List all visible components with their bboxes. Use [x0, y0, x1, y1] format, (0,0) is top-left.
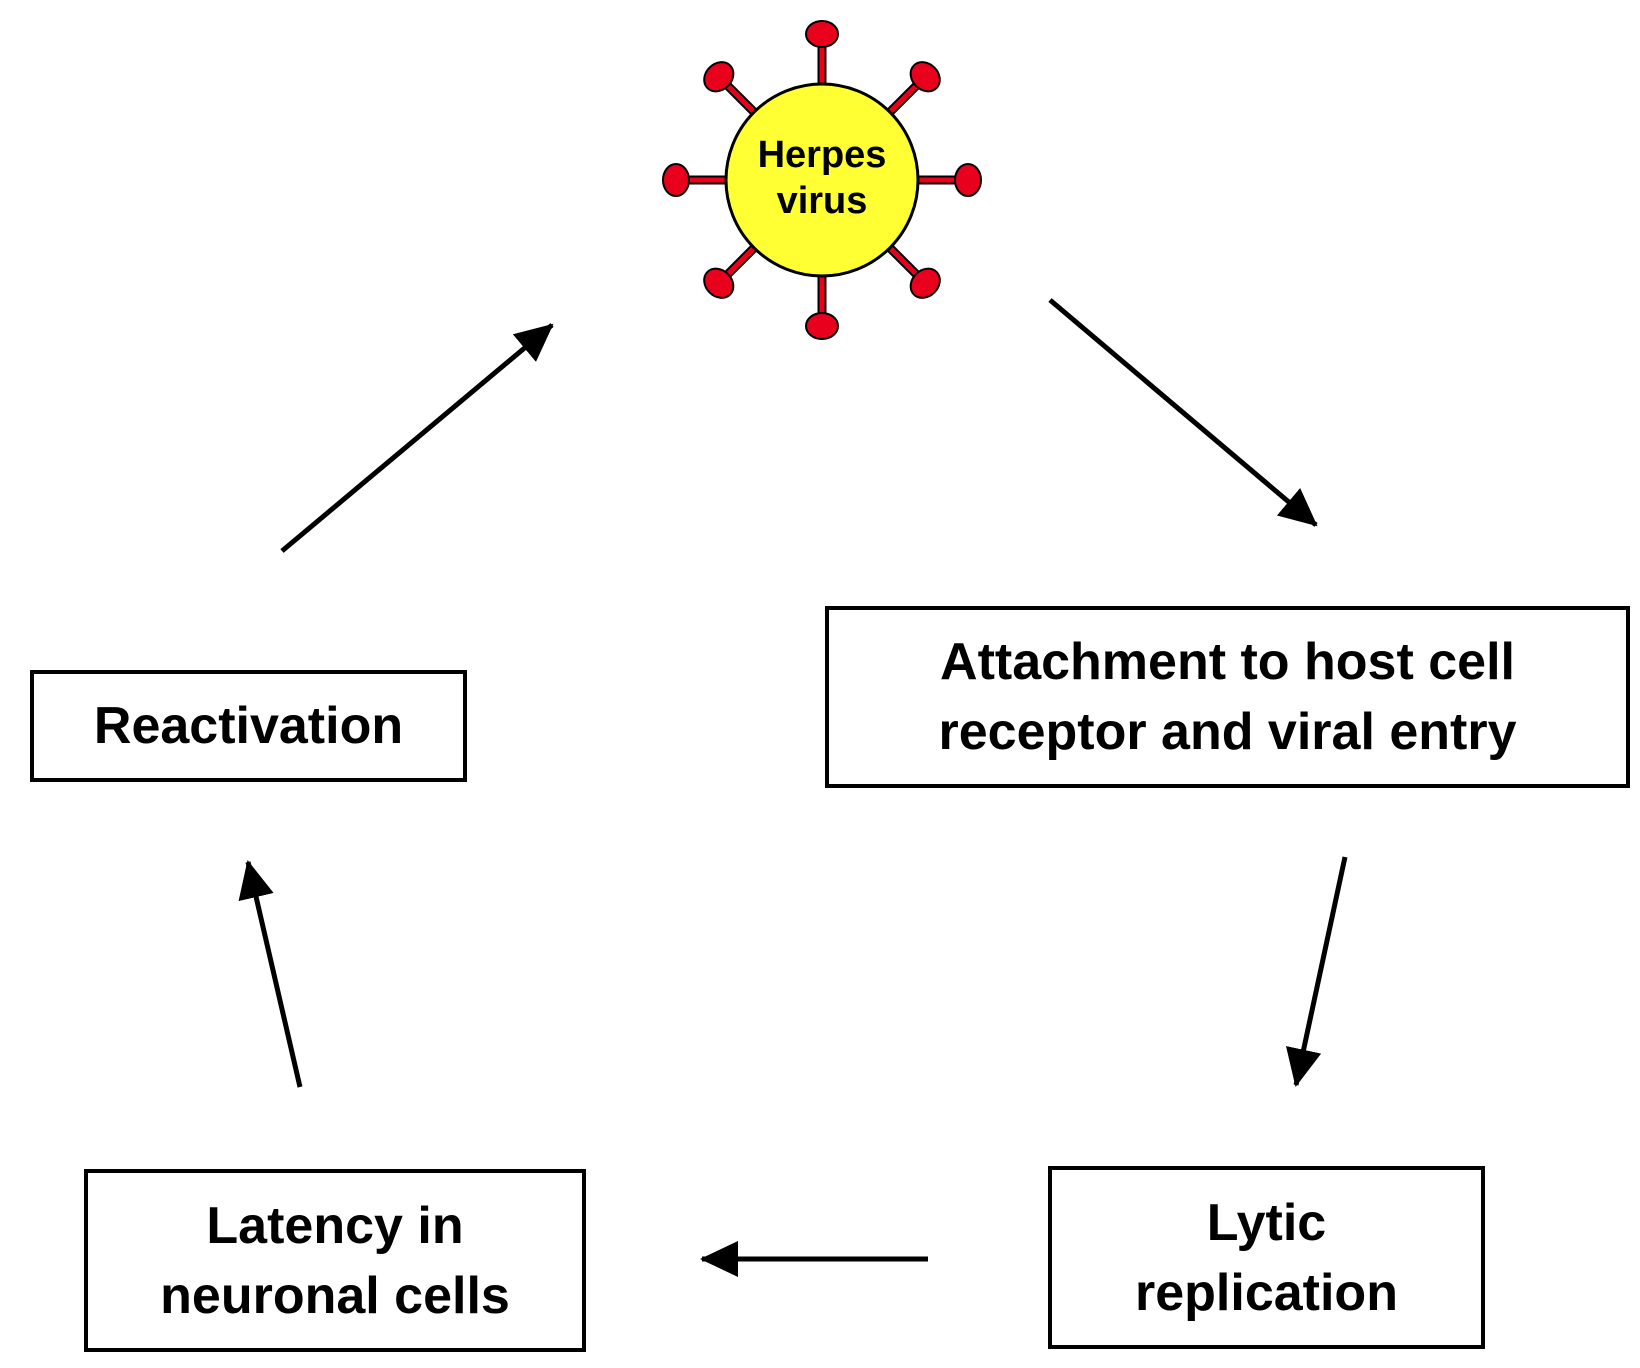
virus-spike-stalk [725, 243, 759, 277]
virus-spike-head [805, 312, 839, 340]
virus-spike-head [703, 61, 735, 93]
arrow-reactivation-to-virus [280, 323, 554, 553]
arrow-virus-to-attachment [1048, 298, 1318, 527]
virus-spike-head [662, 163, 690, 197]
virus-body [724, 82, 920, 278]
virus-spike-stalk [885, 243, 919, 277]
virus-spike-head [909, 267, 941, 299]
arrow-attachment-to-lytic [1285, 856, 1348, 1087]
herpes-virus-icon [662, 20, 982, 340]
virus-spike-head [703, 267, 735, 299]
virus-spikes [662, 20, 982, 340]
step-box-attachment: Attachment to host cell receptor and vir… [825, 606, 1630, 788]
virus-label: Herpes virus [757, 134, 887, 222]
step-label-attachment: Attachment to host cell receptor and vir… [938, 633, 1517, 761]
virus-spike-head [805, 20, 839, 48]
virus-spike-stalk [885, 83, 919, 117]
step-box-latency: Latency in neuronal cells [84, 1169, 586, 1352]
step-box-reactivation: Reactivation [30, 670, 467, 782]
step-label-reactivation: Reactivation [93, 697, 404, 755]
virus-spike-stalk [725, 83, 759, 117]
step-label-latency: Latency in neuronal cells [160, 1196, 510, 1325]
virus-spike-head [954, 163, 982, 197]
arrow-latency-to-reactivation [238, 860, 303, 1088]
step-box-lytic-replication: Lytic replication [1048, 1166, 1485, 1349]
step-label-lytic-replication: Lytic replication [1135, 1193, 1398, 1322]
virus-spike-head [909, 61, 941, 93]
